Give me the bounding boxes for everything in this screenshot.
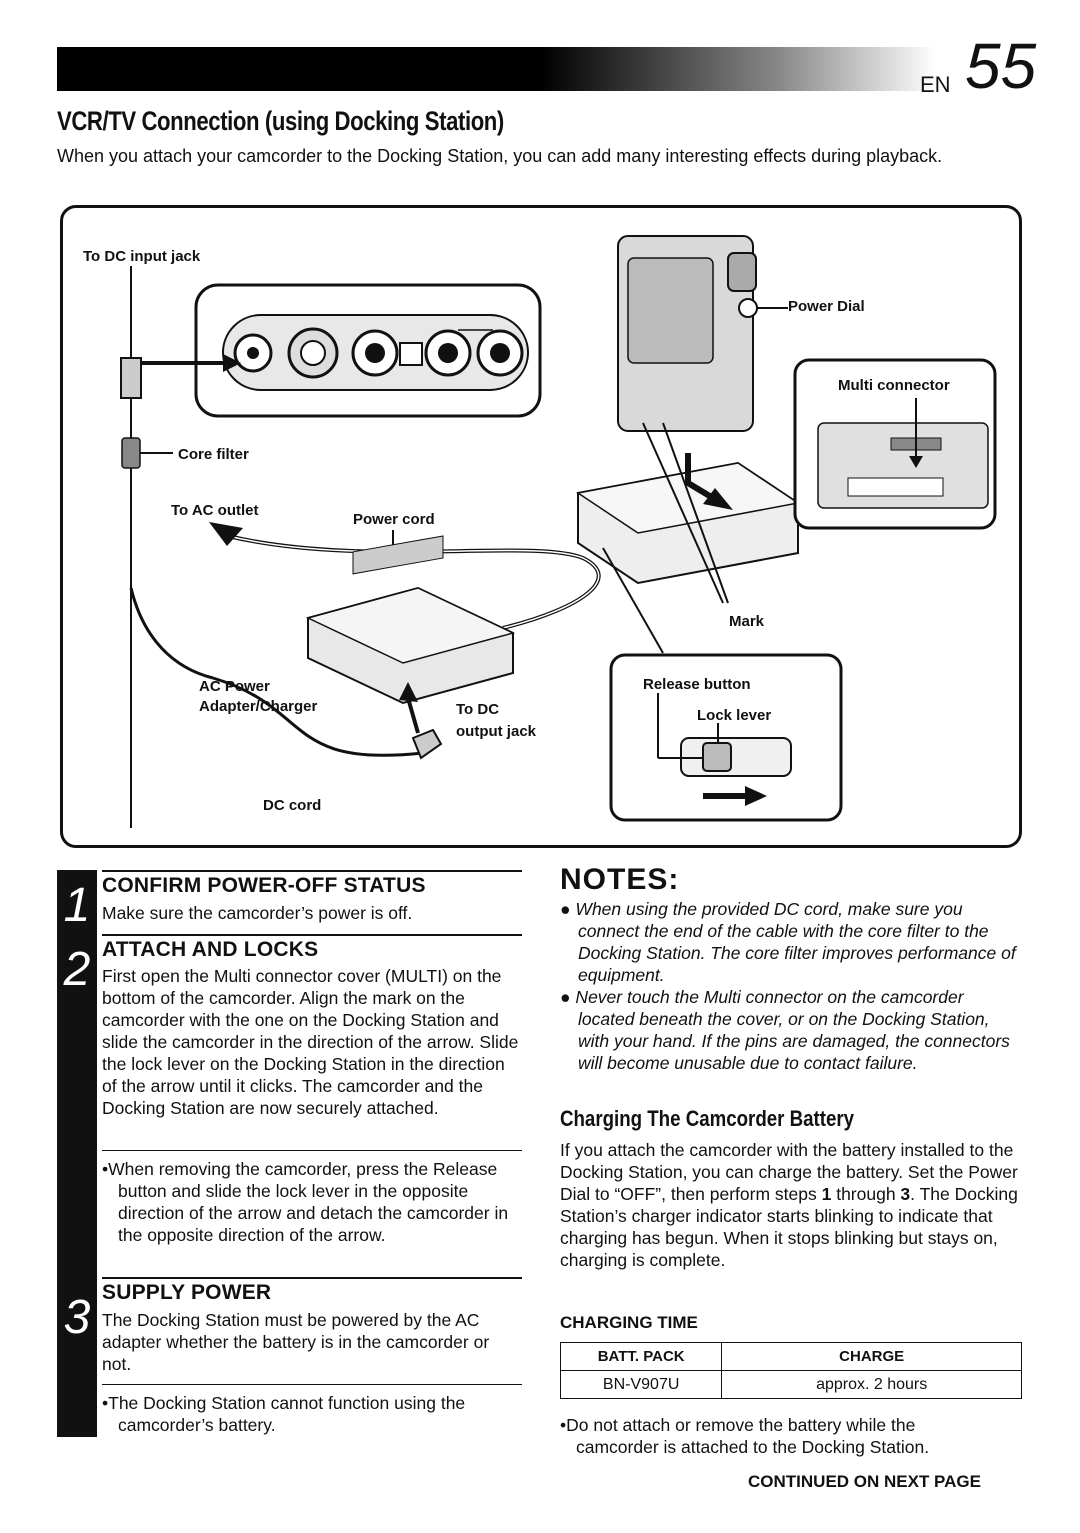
table-cell: BN-V907U [559, 1370, 723, 1399]
label-lock-lever: Lock lever [697, 707, 772, 724]
step-2-bullet: •When removing the camcorder, press the … [102, 1159, 509, 1245]
label-mark: Mark [729, 613, 765, 630]
label-core-filter: Core filter [178, 446, 249, 463]
steps-sidebar: 1 2 3 [57, 870, 97, 1437]
charging-bullet: •Do not attach or remove the battery whi… [560, 1415, 930, 1457]
table-header: CHARGE [721, 1342, 1022, 1371]
step-2-title: ATTACH AND LOCKS [102, 938, 319, 961]
step-3-text: The Docking Station must be powered by t… [102, 1310, 490, 1374]
step-2-rule [102, 934, 522, 936]
step-1-number: 1 [63, 879, 91, 932]
header-lang: EN [920, 72, 951, 97]
label-adapter-charger: Adapter/Charger [199, 698, 318, 715]
charging-step-ref: 1 [821, 1184, 832, 1204]
step-1-text: Make sure the camcorder’s power is off. [102, 903, 413, 923]
label-output-jack: output jack [456, 723, 537, 740]
label-multi-connector: Multi connector [838, 377, 950, 394]
label-power-dial: Power Dial [788, 298, 865, 315]
step-3-divider [102, 1384, 522, 1385]
label-to-dc-input-jack: To DC input jack [83, 248, 201, 265]
step-1-title: CONFIRM POWER-OFF STATUS [102, 874, 426, 897]
charging-body-part: through [831, 1184, 901, 1204]
page-number: 55 [965, 30, 1037, 102]
dc-plug [120, 357, 142, 399]
table-row: BN-V907U approx. 2 hours [559, 1370, 1022, 1399]
step-1-rule [102, 870, 522, 872]
power-dial [738, 298, 758, 318]
note-item: ● Never touch the Multi connector on the… [560, 987, 1010, 1073]
charging-step-ref: 3 [900, 1184, 911, 1204]
label-release-button: Release button [643, 676, 751, 693]
header-bar [57, 47, 937, 91]
charging-heading: Charging The Camcorder Battery [560, 1106, 855, 1131]
core-filter [121, 437, 141, 469]
table-cell: approx. 2 hours [721, 1370, 1022, 1399]
step-3-title: SUPPLY POWER [102, 1281, 272, 1304]
charging-time-table: BATT. PACK CHARGE BN-V907U approx. 2 hou… [559, 1342, 1022, 1399]
label-to-dc: To DC [456, 701, 500, 718]
step-3-bullet: •The Docking Station cannot function usi… [102, 1393, 466, 1435]
charging-body: If you attach the camcorder with the bat… [560, 1139, 1028, 1271]
notes-heading: NOTES: [560, 863, 680, 896]
note-item: ● When using the provided DC cord, make … [560, 899, 1016, 985]
step-3-number: 3 [63, 1291, 91, 1344]
label-power-cord: Power cord [353, 511, 435, 528]
continued-footer: CONTINUED ON NEXT PAGE [748, 1472, 981, 1491]
diagram-illustration [120, 235, 997, 828]
step-2-divider [102, 1150, 522, 1151]
step-2-text: First open the Multi connector cover (MU… [102, 966, 519, 1118]
connection-diagram: To DC input jack Core filter To AC outle… [60, 205, 1022, 848]
section-title: VCR/TV Connection (using Docking Station… [57, 106, 504, 136]
step-2-number: 2 [63, 943, 91, 996]
label-to-ac-outlet: To AC outlet [171, 502, 259, 519]
step-3-rule [102, 1277, 522, 1279]
label-dc-cord: DC cord [263, 797, 322, 814]
charging-body-part: . The Docking Station’s charger indicato… [560, 1184, 1018, 1270]
lock-lever [702, 742, 732, 772]
intro-text: When you attach your camcorder to the Do… [57, 146, 943, 166]
charging-time-heading: CHARGING TIME [560, 1313, 698, 1332]
label-ac-power: AC Power [199, 678, 270, 695]
charging-body-part: If you attach the camcorder with the bat… [560, 1140, 1018, 1204]
table-header: BATT. PACK [559, 1342, 723, 1371]
